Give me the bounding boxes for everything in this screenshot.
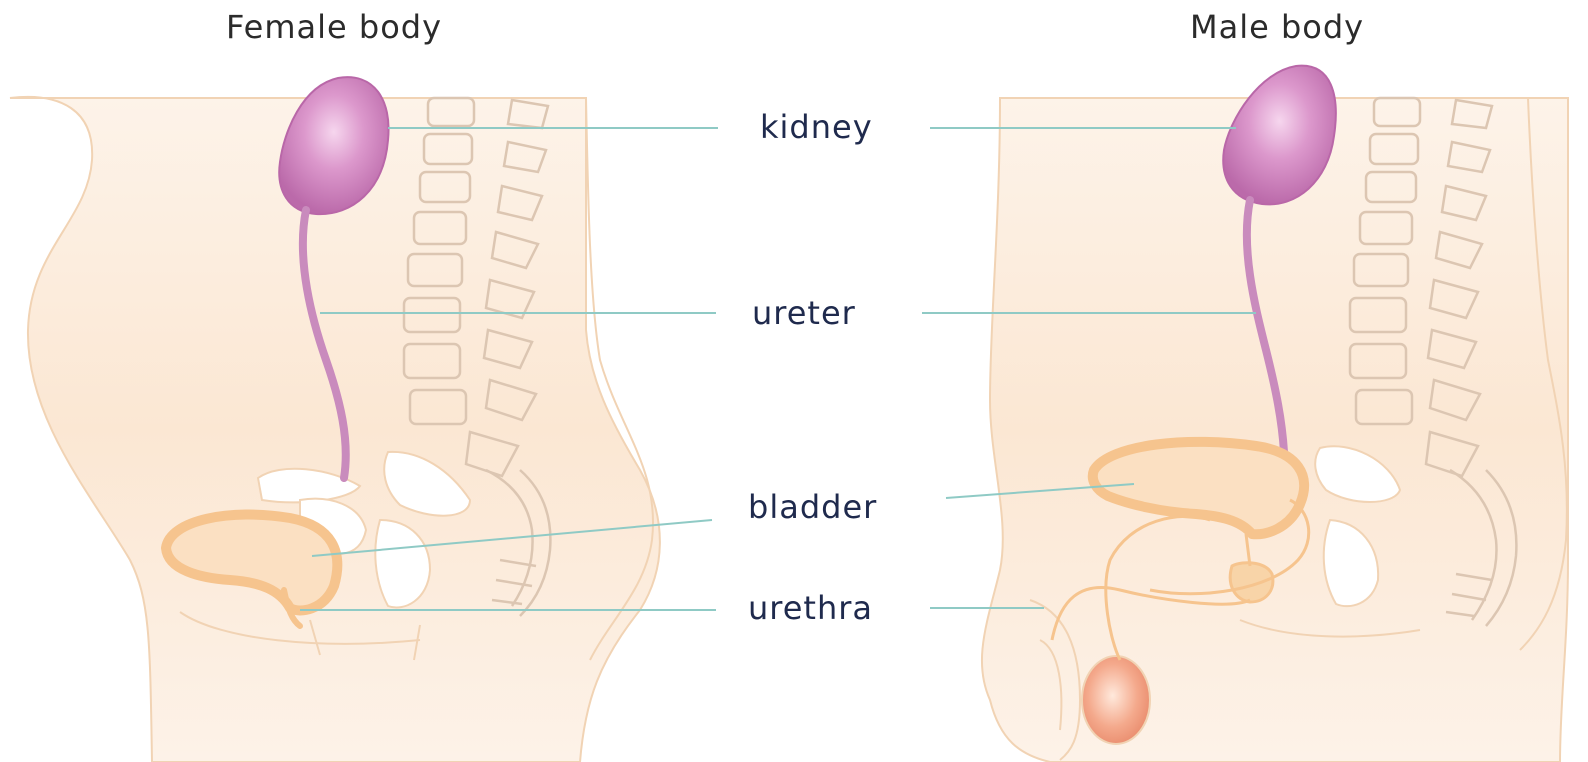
male-testis bbox=[1082, 656, 1150, 744]
male-body-title: Male body bbox=[1190, 8, 1364, 46]
male-body bbox=[982, 66, 1568, 762]
urethra-label: urethra bbox=[748, 592, 873, 624]
bladder-label: bladder bbox=[748, 491, 877, 523]
kidney-label: kidney bbox=[760, 111, 873, 143]
female-body bbox=[10, 77, 660, 762]
ureter-label: ureter bbox=[752, 297, 856, 329]
male-prostate bbox=[1230, 563, 1273, 602]
female-body-title: Female body bbox=[226, 8, 442, 46]
